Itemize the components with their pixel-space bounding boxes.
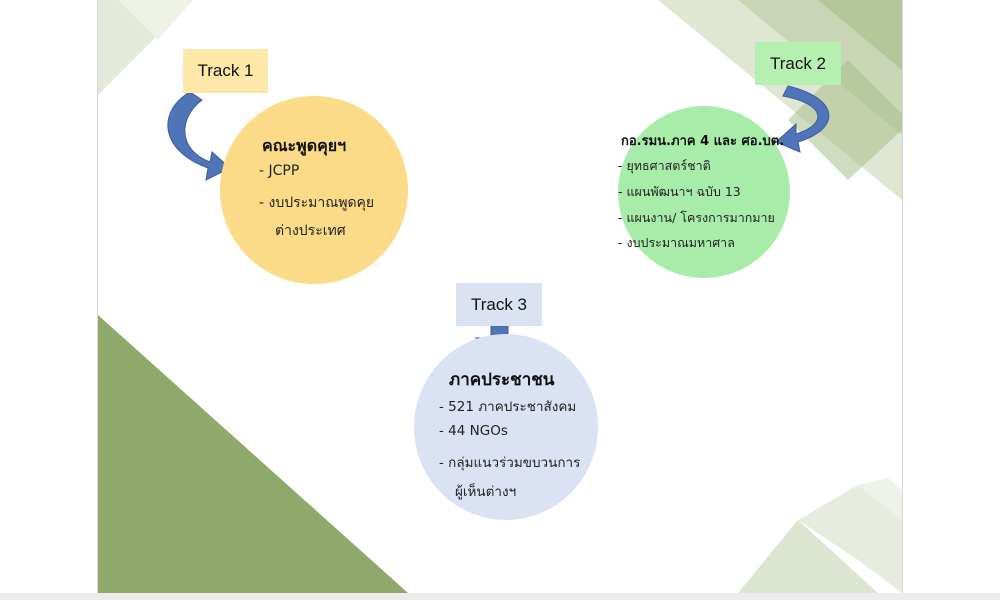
track2-label: Track 2 [755, 42, 841, 85]
track3-item: - 521 ภาคประชาสังคม [439, 399, 577, 415]
slide: Track 1 Track 2 Track 3 คณะพูดคุยฯ - JCP… [98, 0, 902, 593]
track1-item: - งบประมาณพูดคุย [259, 195, 375, 211]
track3-title: ภาคประชาชน [449, 370, 555, 390]
bottom-strip [0, 593, 1000, 600]
decor-shape-bottom-left [98, 315, 408, 593]
track2-item: - งบประมาณมหาศาล [618, 235, 735, 250]
track2-item: - แผนพัฒนาฯ ฉบับ 13 [618, 184, 741, 199]
curved-arrow-track1 [167, 91, 231, 181]
decor-shape-bottom-right-1 [738, 520, 878, 593]
track1-circle [220, 96, 408, 284]
track2-item: - ยุทธศาสตร์ชาติ [618, 158, 711, 173]
track1-item: - JCPP [259, 163, 300, 179]
track3-circle [414, 334, 598, 520]
track3-item: - กลุ่มแนวร่วมขบวนการ [439, 455, 581, 471]
track2-circle [618, 106, 790, 278]
track1-label: Track 1 [183, 49, 268, 93]
decor-shape-top-left-2 [118, 0, 193, 40]
track3-item: ผู้เห็นต่างฯ [455, 484, 517, 500]
curved-arrow-track2 [775, 85, 830, 153]
track3-label: Track 3 [456, 283, 542, 326]
track1-item: ต่างประเทศ [275, 223, 346, 239]
decor-shape-top-right-4 [788, 60, 902, 180]
track2-title: กอ.รมน.ภาค 4 และ ศอ.บต. [621, 134, 785, 149]
track2-item: - แผนงาน/ โครงการมากมาย [618, 210, 775, 225]
background-decoration [98, 0, 902, 593]
track3-item: - 44 NGOs [439, 423, 508, 439]
track1-title: คณะพูดคุยฯ [262, 136, 347, 155]
decor-shape-bottom-right-3 [858, 478, 902, 520]
decor-shape-bottom-right-2 [798, 485, 902, 593]
decor-shape-top-right-3 [818, 0, 902, 70]
